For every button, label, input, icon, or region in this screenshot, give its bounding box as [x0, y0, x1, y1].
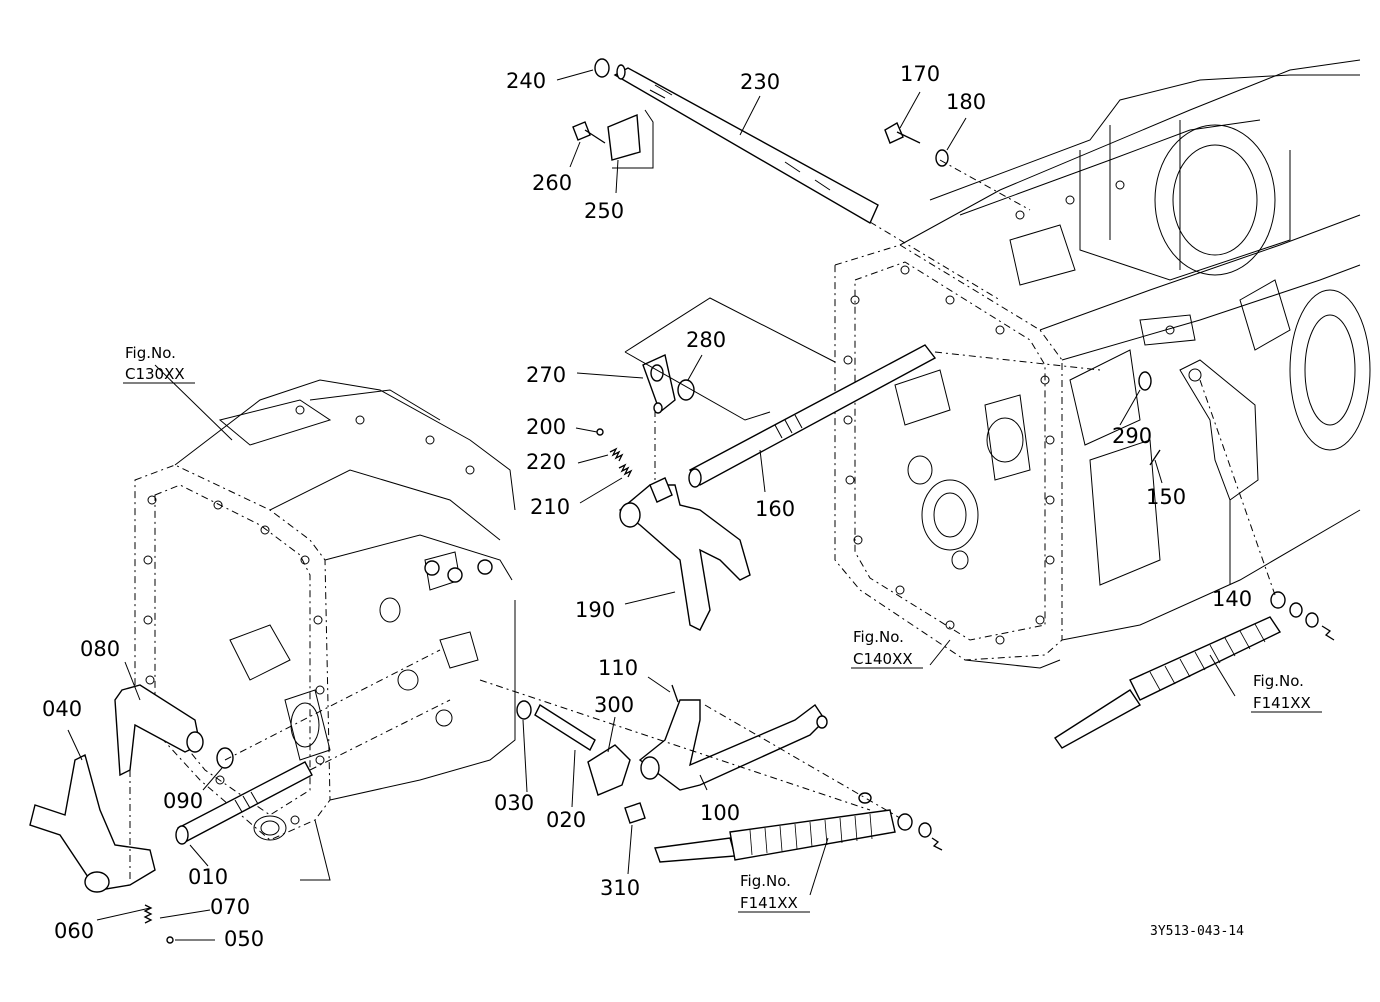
left-flange-bolt-holes	[143, 405, 475, 825]
part-230-shaft	[613, 64, 879, 224]
label-040: 040	[42, 697, 82, 721]
part-200-ball	[596, 428, 604, 436]
part-220-spring	[609, 447, 624, 462]
fig-ref-c130-code[interactable]: C130XX	[125, 365, 185, 383]
fig-ref-f141-right[interactable]: Fig.No. F141XX	[1251, 672, 1322, 713]
label-050: 050	[224, 927, 264, 951]
label-090: 090	[163, 789, 203, 813]
part-210-spring	[618, 463, 633, 478]
label-260: 260	[532, 171, 572, 195]
part-310-bolt	[624, 802, 646, 824]
fig-ref-c140-title: Fig.No.	[853, 628, 904, 646]
part-150-pin	[1149, 449, 1161, 466]
part-170-bolt	[884, 121, 921, 144]
drawing-id: 3Y513-043-14	[1150, 924, 1244, 939]
part-010-shaft	[175, 761, 313, 845]
label-100: 100	[700, 801, 740, 825]
fig-ref-f141-bottom-title: Fig.No.	[740, 872, 791, 890]
part-070-spring	[143, 904, 153, 924]
part-020-pin	[534, 703, 596, 752]
label-270: 270	[526, 363, 566, 387]
part-190-shift-fork	[618, 477, 751, 631]
leader-lines	[67, 69, 1276, 941]
label-110: 110	[598, 656, 638, 680]
label-200: 200	[526, 415, 566, 439]
label-080: 080	[80, 637, 120, 661]
label-170: 170	[900, 62, 940, 86]
label-060: 060	[54, 919, 94, 943]
part-100-shift-arm	[638, 699, 828, 791]
part-080-lever	[114, 684, 204, 777]
label-070: 070	[210, 895, 250, 919]
part-290-o-ring	[1138, 371, 1152, 391]
label-030: 030	[494, 791, 534, 815]
label-290: 290	[1112, 424, 1152, 448]
part-260-bolt	[572, 121, 606, 144]
part-050-ball	[166, 936, 174, 944]
part-240-o-ring	[594, 58, 610, 78]
part-labels: 240 230 170 180 260 250 280 270 200 220 …	[42, 62, 1252, 951]
part-040-shift-fork	[29, 753, 156, 893]
part-160-shaft	[688, 344, 937, 488]
label-280: 280	[686, 328, 726, 352]
fig-ref-f141-right-title: Fig.No.	[1253, 672, 1304, 690]
bottom-cable-assembly	[654, 792, 943, 863]
label-180: 180	[946, 90, 986, 114]
label-300: 300	[594, 693, 634, 717]
fig-ref-c140[interactable]: Fig.No. C140XX	[851, 628, 923, 669]
label-140: 140	[1212, 587, 1252, 611]
fig-ref-f141-bottom[interactable]: Fig.No. F141XX	[738, 872, 810, 913]
label-230: 230	[740, 70, 780, 94]
label-250: 250	[584, 199, 624, 223]
part-250-plate	[607, 113, 641, 161]
label-240: 240	[506, 69, 546, 93]
part-030-seal	[516, 700, 532, 720]
part-180-washer	[935, 149, 949, 167]
label-220: 220	[526, 450, 566, 474]
label-010: 010	[188, 865, 228, 889]
part-270-eye-joint	[642, 354, 676, 414]
fig-ref-f141-bottom-code[interactable]: F141XX	[740, 894, 798, 912]
label-310: 310	[600, 876, 640, 900]
fig-ref-c130-title: Fig.No.	[125, 344, 176, 362]
label-150: 150	[1146, 485, 1186, 509]
label-020: 020	[546, 808, 586, 832]
transmission-case-right	[834, 59, 1371, 669]
right-cable-assembly	[1054, 591, 1335, 749]
flange-bolt-holes	[843, 180, 1125, 645]
label-210: 210	[530, 495, 570, 519]
part-090-o-ring	[216, 747, 234, 769]
part-110-pin	[671, 684, 679, 703]
fig-ref-c140-code[interactable]: C140XX	[853, 650, 913, 668]
fig-ref-c130[interactable]: Fig.No. C130XX	[123, 344, 195, 384]
label-160: 160	[755, 497, 795, 521]
part-300-bracket	[587, 744, 631, 796]
fig-ref-f141-right-code[interactable]: F141XX	[1253, 694, 1311, 712]
part-280-circlip	[677, 379, 695, 401]
label-190: 190	[575, 598, 615, 622]
